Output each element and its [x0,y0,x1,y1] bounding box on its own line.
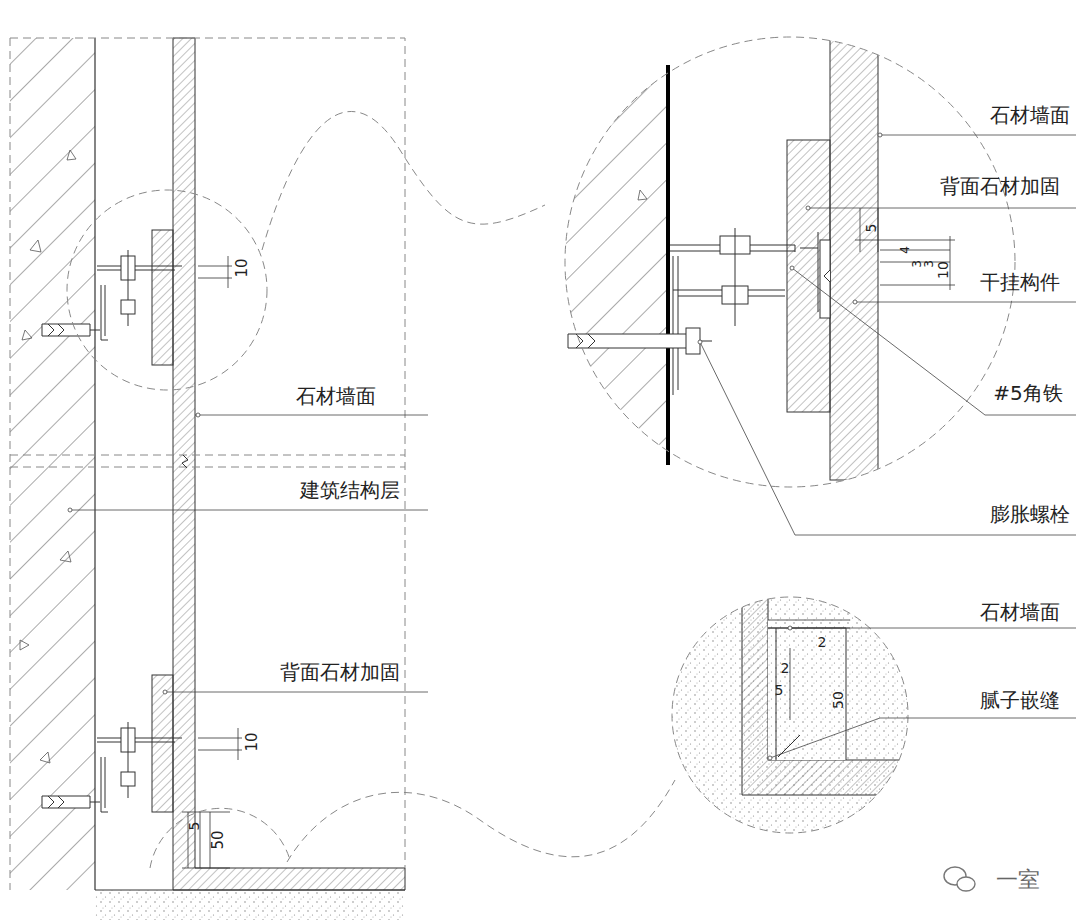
concrete-marks [20,150,76,763]
part-label: 石材墙面 [990,105,1070,125]
floor-screed [95,890,405,920]
structure-hatch [10,38,95,890]
dimension-text: 2 [818,635,827,649]
dimension-text: 50 [211,830,226,849]
dimension-text: 5 [187,822,201,831]
leader-lines [698,133,1076,535]
part-label: 石材墙面 [980,602,1060,622]
watermark-icon [944,867,975,891]
part-label: #5角铁 [993,383,1062,403]
part-label: 石材墙面 [296,386,376,406]
dimension-lines [855,208,955,290]
part-label: 背面石材加固 [280,662,400,682]
dimension-text: 5 [775,683,784,697]
dimension-text: 10 [936,261,950,279]
part-label: 干挂构件 [980,272,1060,292]
bracket [42,250,182,340]
dimension-lines [768,620,850,720]
dimension-text: 50 [831,691,845,709]
section-view [10,38,675,920]
part-label: 膨胀螺栓 [990,504,1070,524]
leader-lines [68,413,428,694]
leader-lines [768,626,1076,760]
dimension-text: 3 [911,260,923,268]
part-label: 腻子嵌缝 [980,690,1060,710]
part-label: 建筑结构层 [300,480,400,500]
stone-facing [173,38,405,890]
dimension-lines [182,256,242,868]
dimension-text: 4 [899,246,911,254]
anchor-detail [540,30,1076,535]
back-reinforcement [152,675,173,812]
back-reinforcement [152,230,173,365]
dimension-text: 3 [923,260,935,268]
dimension-text: 5 [864,224,878,233]
watermark: 一室 [996,869,1040,891]
dimension-text: 2 [781,661,790,675]
dimension-text: 10 [235,258,250,277]
bracket [42,722,182,812]
dimension-text: 10 [245,732,260,751]
part-label: 背面石材加固 [940,176,1060,196]
joint-detail [660,590,1076,840]
